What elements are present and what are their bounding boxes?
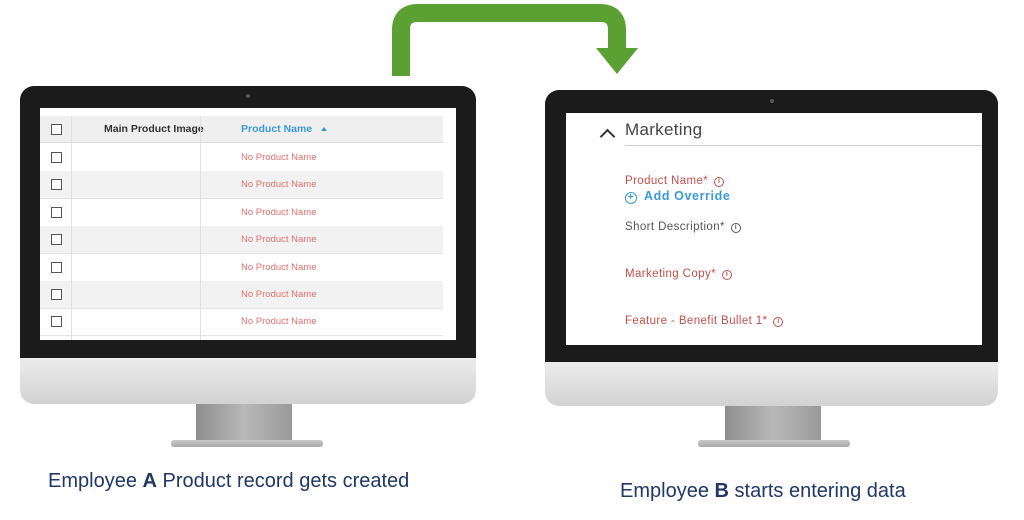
section-title-marketing: Marketing [625, 120, 703, 139]
field-label-short-description: Short Description* i [625, 221, 741, 233]
table-row[interactable]: No Product Name [40, 226, 443, 255]
field-label-text: Product Name* [625, 175, 709, 187]
row-checkbox[interactable] [51, 234, 62, 246]
collapse-section-icon[interactable] [599, 128, 616, 145]
left-monitor-screen: Main Product Image Product Name No Produ… [40, 108, 456, 340]
field-label-marketing-copy: Marketing Copy* i [625, 268, 733, 280]
column-divider [200, 116, 201, 340]
row-checkbox[interactable] [51, 179, 62, 191]
product-name-cell[interactable]: No Product Name [241, 234, 317, 246]
product-name-cell[interactable]: No Product Name [241, 152, 317, 163]
column-divider [71, 116, 72, 340]
product-name-cell[interactable]: No Product Name [241, 289, 317, 300]
product-name-cell[interactable]: No Product Name [241, 261, 317, 273]
field-label-feature-benefit-bullet-1: Feature - Benefit Bullet 1* i [625, 315, 784, 327]
arrow-shaft [392, 4, 626, 76]
column-header-main-product-image[interactable]: Main Product Image [104, 123, 204, 135]
right-monitor-screen: Marketing Product Name* i + Add Override S… [566, 113, 982, 345]
caption-left: Employee A Product record gets created [48, 470, 410, 492]
row-checkbox[interactable] [51, 206, 62, 218]
product-name-cell[interactable]: No Product Name [241, 316, 317, 328]
table-row[interactable]: No Product Name [40, 281, 443, 309]
table-header: Main Product Image Product Name [40, 116, 443, 143]
table-row[interactable]: No Product Name [40, 199, 443, 227]
info-icon[interactable]: i [722, 270, 733, 280]
product-name-cell[interactable]: No Product Name [241, 179, 317, 191]
add-override-label: Add Override [644, 189, 731, 203]
field-label-text: Short Description* [625, 221, 725, 233]
field-label-text: Marketing Copy* [625, 268, 717, 280]
add-override-button[interactable]: + Add Override [625, 189, 730, 204]
arrow-head [596, 48, 638, 74]
table-row[interactable]: No Product Name [40, 171, 443, 200]
left-monitor-chin [20, 358, 476, 404]
column-header-product-name[interactable]: Product Name [241, 123, 313, 135]
table-row[interactable]: No Product Name [40, 144, 443, 172]
plus-circle-icon: + [625, 192, 637, 204]
section-divider [625, 145, 982, 146]
table-row[interactable]: No Product Name [40, 308, 443, 337]
select-all-checkbox[interactable] [51, 124, 62, 135]
field-label-text: Feature - Benefit Bullet 1* [625, 315, 768, 327]
row-checkbox[interactable] [51, 261, 62, 273]
field-label-product-name: Product Name* i [625, 175, 725, 187]
info-icon[interactable]: i [773, 317, 784, 327]
info-icon[interactable]: i [730, 223, 741, 233]
sort-ascending-icon[interactable] [321, 127, 327, 131]
right-monitor-stand-foot [698, 440, 850, 447]
row-checkbox[interactable] [51, 289, 62, 300]
left-monitor-camera [246, 94, 250, 98]
left-monitor-stand-foot [171, 440, 323, 447]
right-monitor-chin [545, 362, 998, 406]
product-name-cell[interactable]: No Product Name [241, 206, 317, 218]
row-checkbox[interactable] [51, 316, 62, 328]
right-monitor-stand-neck [725, 406, 821, 440]
left-monitor-stand-neck [196, 404, 292, 440]
right-monitor-camera [770, 99, 774, 103]
caption-right: Employee B starts entering data [620, 480, 906, 502]
row-checkbox[interactable] [51, 152, 62, 163]
table-row[interactable]: No Product Name [40, 254, 443, 282]
info-icon[interactable]: i [714, 177, 725, 187]
